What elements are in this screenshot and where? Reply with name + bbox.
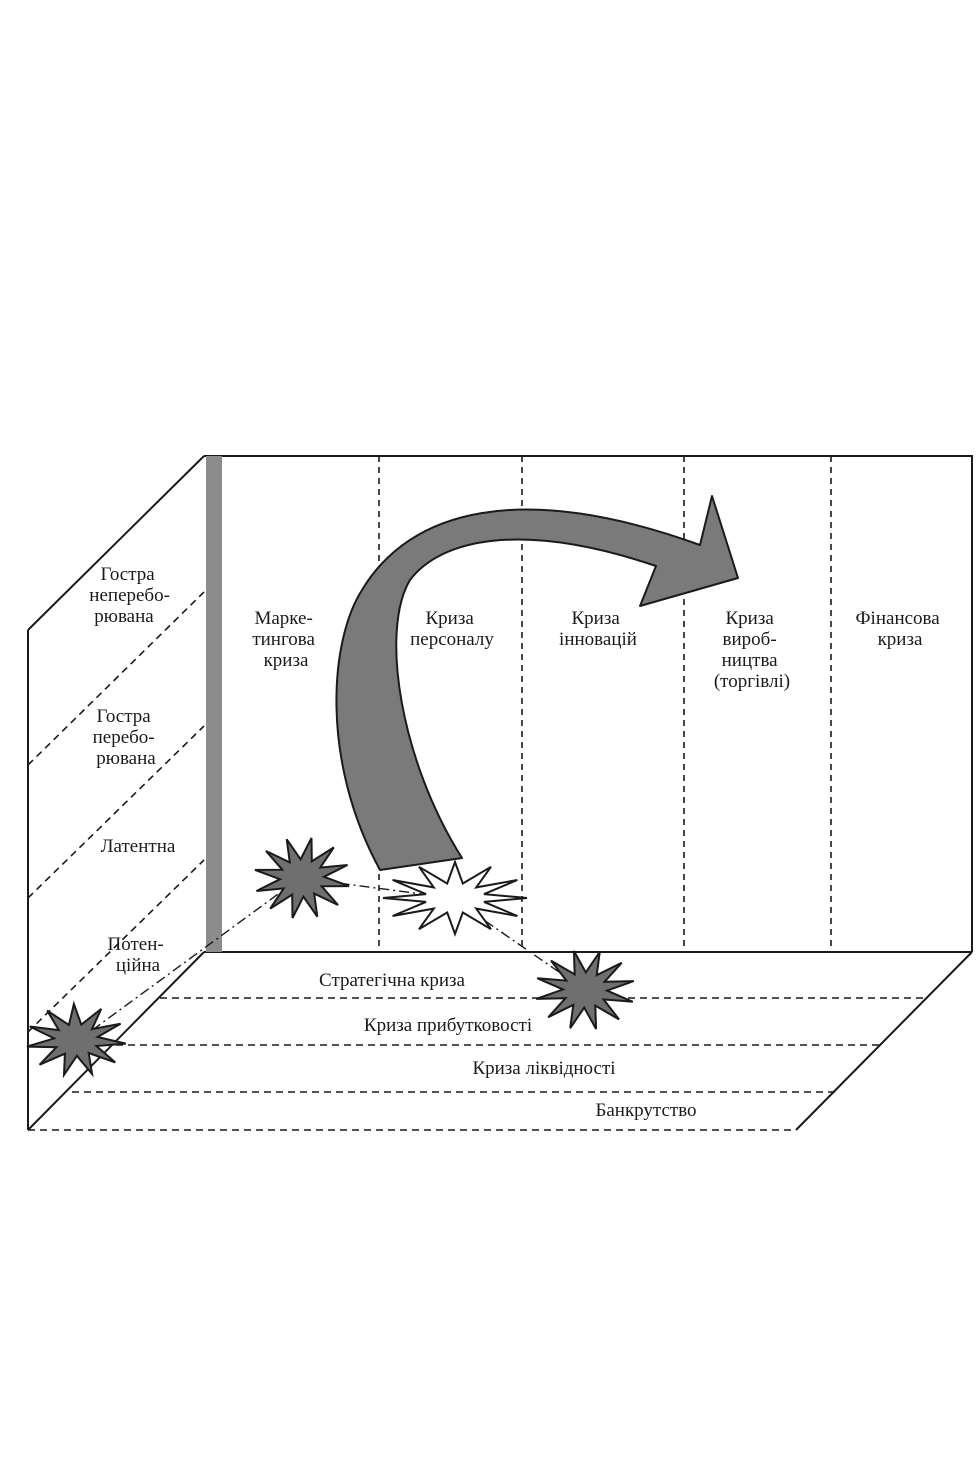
floor-label-bankruptcy: Банкрутство xyxy=(595,1100,696,1121)
column-label-production-crisis: Криза вироб- ництва (торгівлі) xyxy=(714,608,790,692)
column-label-personnel-crisis: Криза персоналу xyxy=(410,608,494,650)
column-label-marketing-crisis: Марке- тингова криза xyxy=(252,608,319,671)
crisis-star-hollow-icon xyxy=(383,862,527,934)
floor-label-profitability-crisis: Криза прибутковості xyxy=(364,1015,532,1036)
crisis-star-dark-icon xyxy=(27,1004,126,1075)
crisis-star-dark-icon xyxy=(536,951,634,1029)
floor-label-liquidity-crisis: Криза ліквідності xyxy=(472,1058,615,1079)
column-label-financial-crisis: Фінансова криза xyxy=(856,608,945,650)
level-label-potential: Потен- ційна xyxy=(108,934,169,976)
level-label-acute-resolved: Гостра перебо- рювана xyxy=(93,706,160,769)
connection-line xyxy=(76,878,300,1042)
back-wall-left-strip xyxy=(206,456,222,952)
right-floor-edge xyxy=(796,952,972,1130)
crisis-progression-arrow xyxy=(336,496,738,870)
level-label-latent: Латентна xyxy=(101,836,176,857)
level-label-acute-unresolved: Гостра неперебо- рювана xyxy=(89,564,174,627)
column-label-innovation-crisis: Криза інновацій xyxy=(559,608,637,650)
crisis-star-dark-icon xyxy=(255,838,349,918)
floor-label-strategic-crisis: Стратегічна криза xyxy=(319,970,466,991)
